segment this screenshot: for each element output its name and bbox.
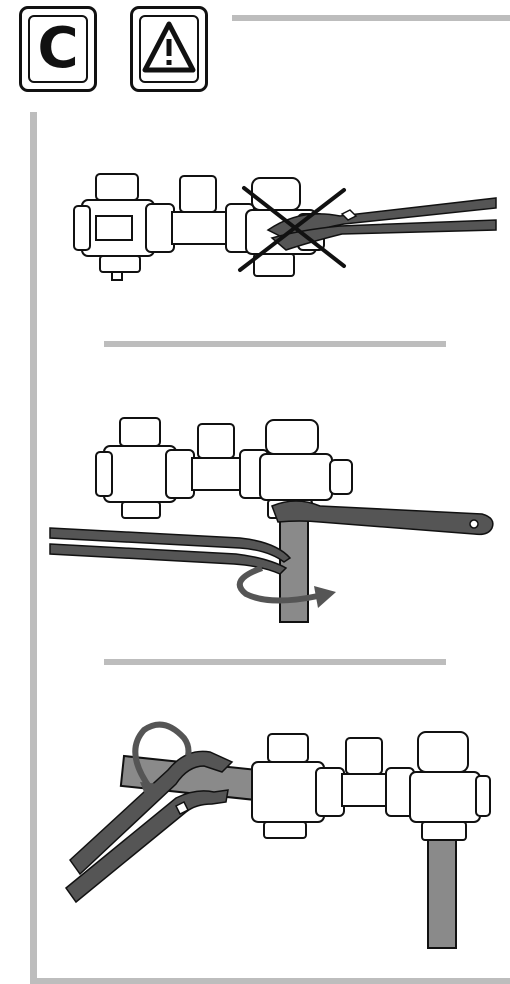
left-margin-rule (30, 112, 37, 984)
section-c-badge: C (19, 6, 97, 92)
warning-badge (130, 6, 208, 92)
pipe-wrench-icon (49, 527, 292, 575)
prohibited-cross-icon (238, 186, 346, 272)
step-3-illustration (0, 712, 510, 952)
step-separator-1 (104, 341, 446, 347)
section-letter: C (37, 16, 79, 81)
header-rule (232, 15, 510, 21)
step-separator-2 (104, 659, 446, 665)
warning-triangle-icon (142, 21, 196, 73)
wrench-icon (271, 500, 494, 536)
step-2-illustration (0, 410, 510, 630)
pipe-wrench-icon (64, 750, 234, 904)
footer-rule (30, 978, 510, 984)
valve-manifold (251, 731, 491, 841)
step-1-illustration (0, 160, 510, 300)
rotation-arrow-icon (132, 721, 192, 790)
vertical-pipe (427, 835, 457, 949)
rotation-arrow-icon (236, 565, 319, 604)
